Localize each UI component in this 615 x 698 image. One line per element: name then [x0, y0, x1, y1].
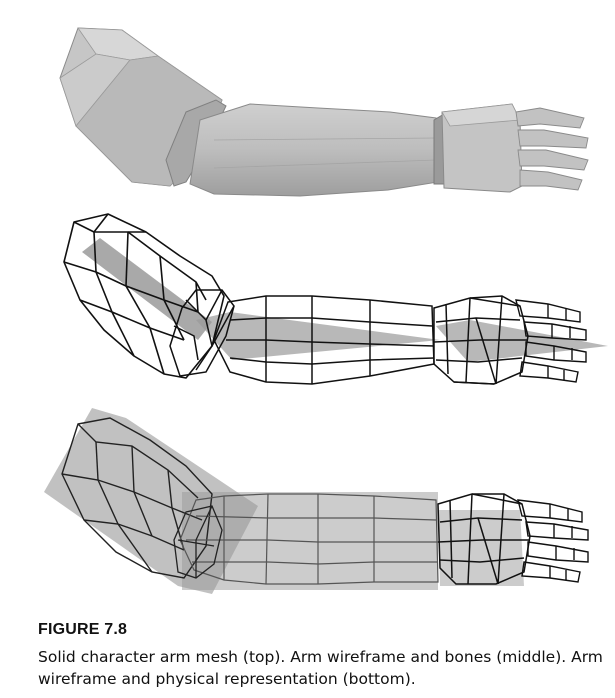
- wireframe-with-physical-shapes: [44, 408, 588, 594]
- figure-caption-text: Solid character arm mesh (top). Arm wire…: [38, 646, 608, 690]
- figure-caption: FIGURE 7.8 Solid character arm mesh (top…: [38, 620, 608, 690]
- figure-illustration: [0, 0, 615, 600]
- wireframe-with-bones: [64, 214, 608, 384]
- figure-label: FIGURE 7.8: [38, 620, 608, 640]
- physical-forearm: [182, 492, 438, 590]
- bone-upper-arm: [82, 238, 212, 340]
- wireframe-hand: [434, 296, 528, 384]
- solid-fingers: [516, 108, 588, 190]
- solid-forearm: [190, 104, 438, 196]
- solid-arm-mesh: [60, 28, 588, 196]
